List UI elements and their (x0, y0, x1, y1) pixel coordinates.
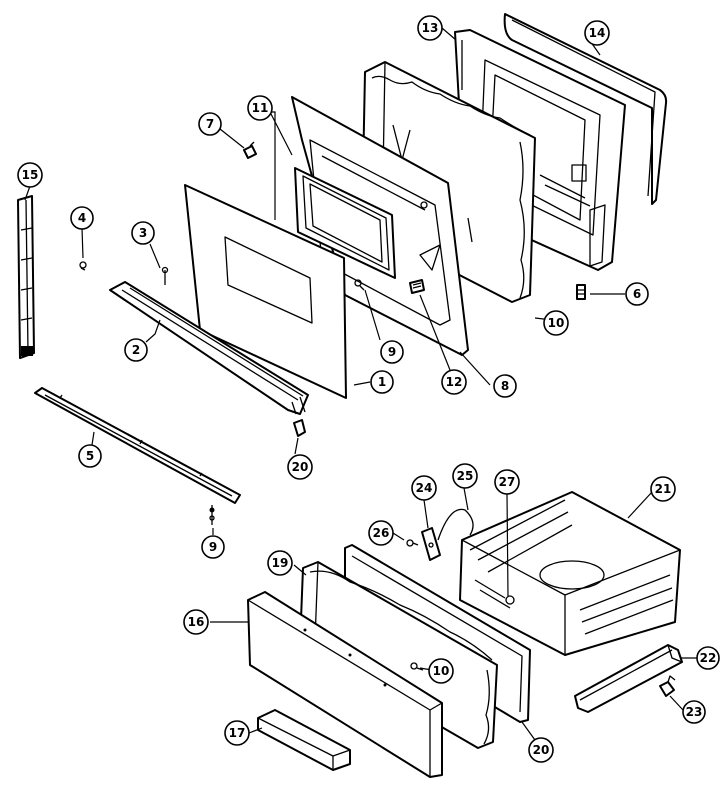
part-screw-10-lower (410, 662, 424, 671)
callout-label: 24 (416, 481, 433, 495)
callout-9-upper: 9 (380, 340, 404, 364)
callout-23: 23 (682, 700, 706, 724)
callout-8: 8 (493, 374, 517, 398)
callout-label: 9 (388, 345, 396, 359)
part-drawer-bracket-24 (421, 527, 441, 561)
callout-11: 11 (247, 95, 273, 121)
part-slide-clip (659, 675, 676, 697)
part-hinge-rail (34, 387, 241, 504)
callout-label: 20 (533, 743, 550, 757)
part-inner-window-glass (294, 167, 396, 279)
callout-3: 3 (131, 221, 155, 245)
callout-label: 9 (209, 540, 217, 554)
callout-27: 27 (494, 469, 520, 495)
part-screw-9-lower (209, 505, 215, 525)
part-screw-3 (161, 266, 169, 285)
callout-13: 13 (417, 15, 443, 41)
callout-label: 1 (378, 375, 386, 389)
callout-label: 14 (589, 26, 606, 40)
callout-label: 12 (446, 375, 463, 389)
callout-label: 11 (252, 101, 269, 115)
callout-20-upper: 20 (287, 454, 313, 480)
part-door-gasket (503, 13, 668, 205)
callout-1: 1 (370, 370, 394, 394)
part-drawer-slide (574, 644, 683, 713)
callout-label: 21 (655, 482, 672, 496)
callout-16: 16 (183, 609, 209, 635)
part-side-trim (17, 195, 35, 359)
callout-label: 3 (139, 226, 147, 240)
part-clip-12 (409, 279, 425, 294)
callout-label: 19 (272, 556, 289, 570)
callout-label: 26 (373, 526, 390, 540)
callout-24: 24 (411, 475, 437, 501)
callout-label: 17 (229, 726, 246, 740)
part-outer-door-glass (184, 184, 347, 399)
callout-label: 4 (78, 211, 86, 225)
part-bracket-6 (576, 284, 586, 300)
callout-label: 25 (457, 469, 474, 483)
part-screw-26 (406, 539, 419, 547)
part-wire-25 (437, 508, 474, 541)
callout-label: 20 (292, 460, 309, 474)
callout-22: 22 (696, 646, 720, 670)
callout-25: 25 (452, 463, 478, 489)
part-clip-28-upper (293, 419, 306, 437)
callout-21: 21 (650, 476, 676, 502)
callout-label: 10 (548, 316, 565, 330)
callout-9-lower: 9 (201, 535, 225, 559)
callout-label: 5 (86, 449, 94, 463)
callout-10-lower: 10 (428, 658, 454, 684)
callout-20-lower: 20 (528, 737, 554, 763)
callout-2: 2 (124, 338, 148, 362)
callout-4: 4 (70, 206, 94, 230)
callout-label: 15 (22, 168, 39, 182)
part-drawer-front-panel (247, 591, 443, 778)
part-screw-4 (79, 261, 87, 271)
callout-label: 22 (700, 651, 717, 665)
callout-label: 13 (422, 21, 439, 35)
callout-label: 8 (501, 379, 509, 393)
callout-label: 16 (188, 615, 205, 629)
callout-6: 6 (625, 282, 649, 306)
callout-14: 14 (584, 20, 610, 46)
callout-label: 7 (206, 117, 214, 131)
callout-label: 27 (499, 475, 516, 489)
part-drawer-box (459, 491, 681, 656)
callout-label: 10 (433, 664, 450, 678)
part-screw-7 (243, 141, 257, 159)
callout-7: 7 (198, 112, 222, 136)
callout-26: 26 (368, 520, 394, 546)
part-door-trim (109, 281, 309, 415)
part-screw-9-upper (354, 279, 365, 291)
callout-label: 6 (633, 287, 641, 301)
callout-15: 15 (17, 162, 43, 188)
callout-19: 19 (267, 550, 293, 576)
callout-10-upper: 10 (543, 310, 569, 336)
callout-17: 17 (224, 720, 250, 746)
callout-label: 23 (686, 705, 703, 719)
callout-label: 2 (132, 343, 140, 357)
callout-5: 5 (78, 444, 102, 468)
callout-12: 12 (441, 369, 467, 395)
